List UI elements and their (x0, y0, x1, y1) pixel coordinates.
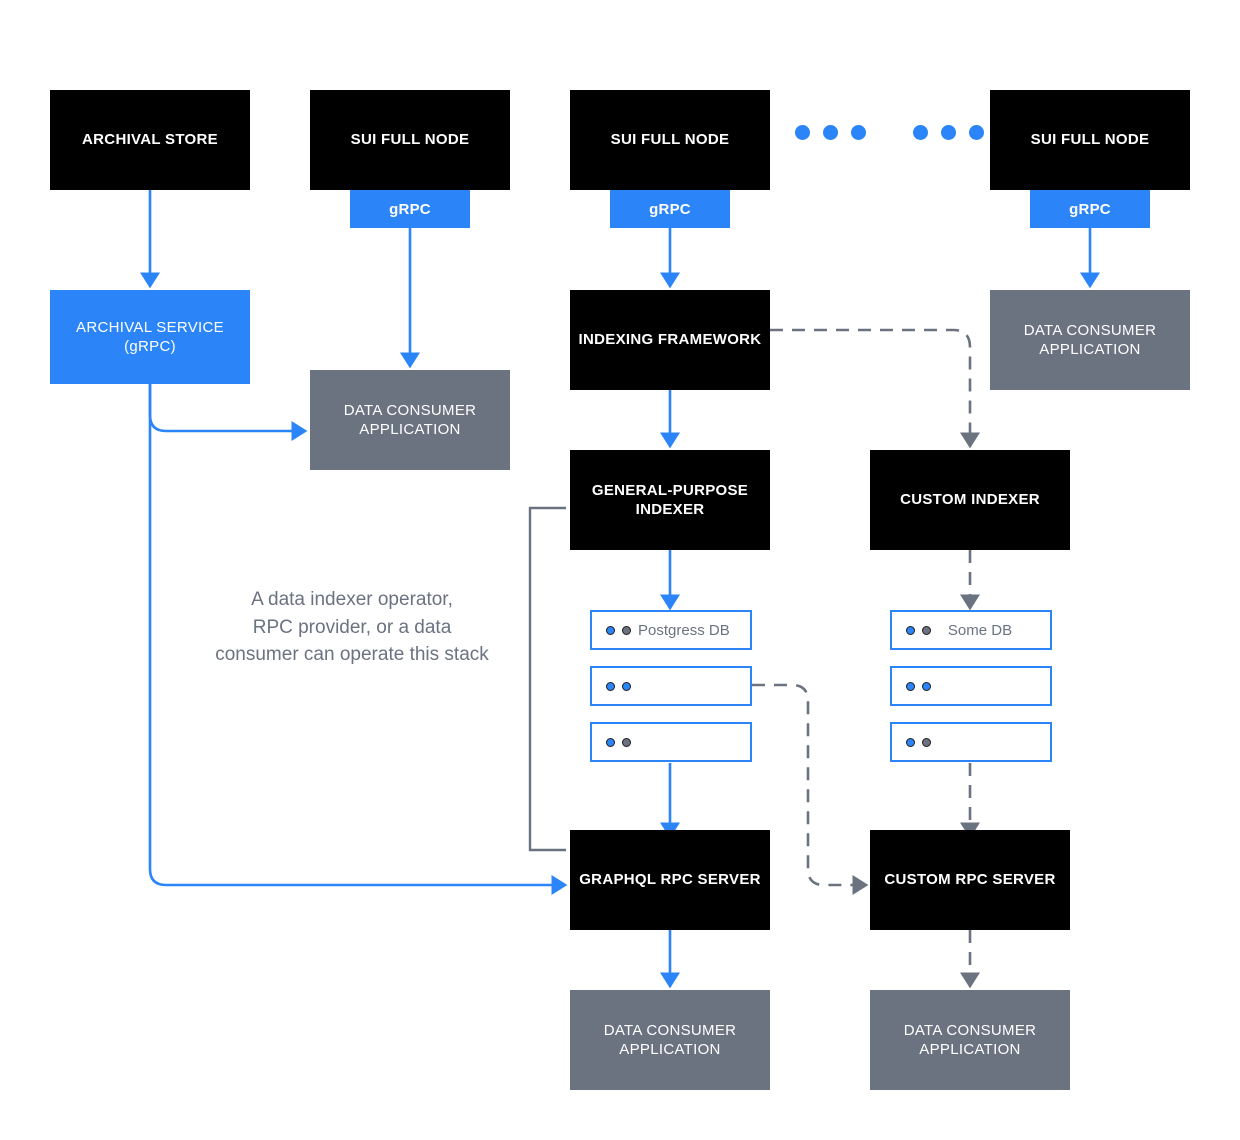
node-custom-indexer[interactable]: CUSTOM INDEXER (870, 450, 1070, 550)
node-archival-store[interactable]: ARCHIVAL STORE (50, 90, 250, 190)
db-status-dot-blue (906, 625, 915, 635)
ellipsis-dot (823, 125, 838, 140)
node-data-consumer-bottom-left[interactable]: DATA CONSUMER APPLICATION (570, 990, 770, 1090)
db-status-dot-blue (622, 681, 631, 691)
badge-grpc-1[interactable]: gRPC (350, 190, 470, 228)
db-status-dot-gray (922, 625, 931, 635)
ellipsis-dot (851, 125, 866, 140)
node-data-consumer-right-top[interactable]: DATA CONSUMER APPLICATION (990, 290, 1190, 390)
node-sui-full-node-1[interactable]: SUI FULL NODE (310, 90, 510, 190)
stack-grouping-bracket (528, 506, 566, 852)
edge-archival-service-to-data-consumer (148, 384, 308, 442)
db-label: Postgress DB (638, 621, 730, 639)
ellipsis-dot (795, 125, 810, 140)
ellipsis-dot (941, 125, 956, 140)
ellipsis-dot (913, 125, 928, 140)
db-row-right-1[interactable]: Some DB (890, 610, 1052, 650)
stack-annotation-text: A data indexer operator, RPC provider, o… (215, 589, 489, 666)
badge-grpc-2[interactable]: gRPC (610, 190, 730, 228)
node-data-consumer-bottom-right[interactable]: DATA CONSUMER APPLICATION (870, 990, 1070, 1090)
ellipsis-dot (969, 125, 984, 140)
node-custom-rpc-server[interactable]: CUSTOM RPC SERVER (870, 830, 1070, 930)
node-general-purpose-indexer[interactable]: GENERAL-PURPOSE INDEXER (570, 450, 770, 550)
db-status-dot-gray (622, 625, 631, 635)
db-status-dot-blue (606, 681, 615, 691)
badge-grpc-3[interactable]: gRPC (1030, 190, 1150, 228)
db-status-dot-blue (906, 737, 915, 747)
db-row-left-1[interactable]: Postgress DB (590, 610, 752, 650)
ellipsis-dots-group-1 (795, 125, 866, 140)
db-status-dot-gray (922, 737, 931, 747)
ellipsis-dots-group-2 (913, 125, 984, 140)
db-label: Some DB (947, 621, 1013, 639)
db-row-right-3[interactable] (890, 722, 1052, 762)
db-status-dot-gray (622, 737, 631, 747)
node-sui-full-node-2[interactable]: SUI FULL NODE (570, 90, 770, 190)
db-row-left-3[interactable] (590, 722, 752, 762)
db-status-dot-blue (906, 681, 915, 691)
db-row-right-2[interactable] (890, 666, 1052, 706)
db-row-left-2[interactable] (590, 666, 752, 706)
db-status-dot-blue (606, 737, 615, 747)
node-indexing-framework[interactable]: INDEXING FRAMEWORK (570, 290, 770, 390)
node-sui-full-node-3[interactable]: SUI FULL NODE (990, 90, 1190, 190)
node-data-consumer-left[interactable]: DATA CONSUMER APPLICATION (310, 370, 510, 470)
db-status-dot-blue (922, 681, 931, 691)
node-archival-service[interactable]: ARCHIVAL SERVICE (gRPC) (50, 290, 250, 384)
db-status-dot-blue (606, 625, 615, 635)
edge-indexing-framework-to-custom-indexer (770, 328, 981, 449)
node-graphql-rpc-server[interactable]: GRAPHQL RPC SERVER (570, 830, 770, 930)
